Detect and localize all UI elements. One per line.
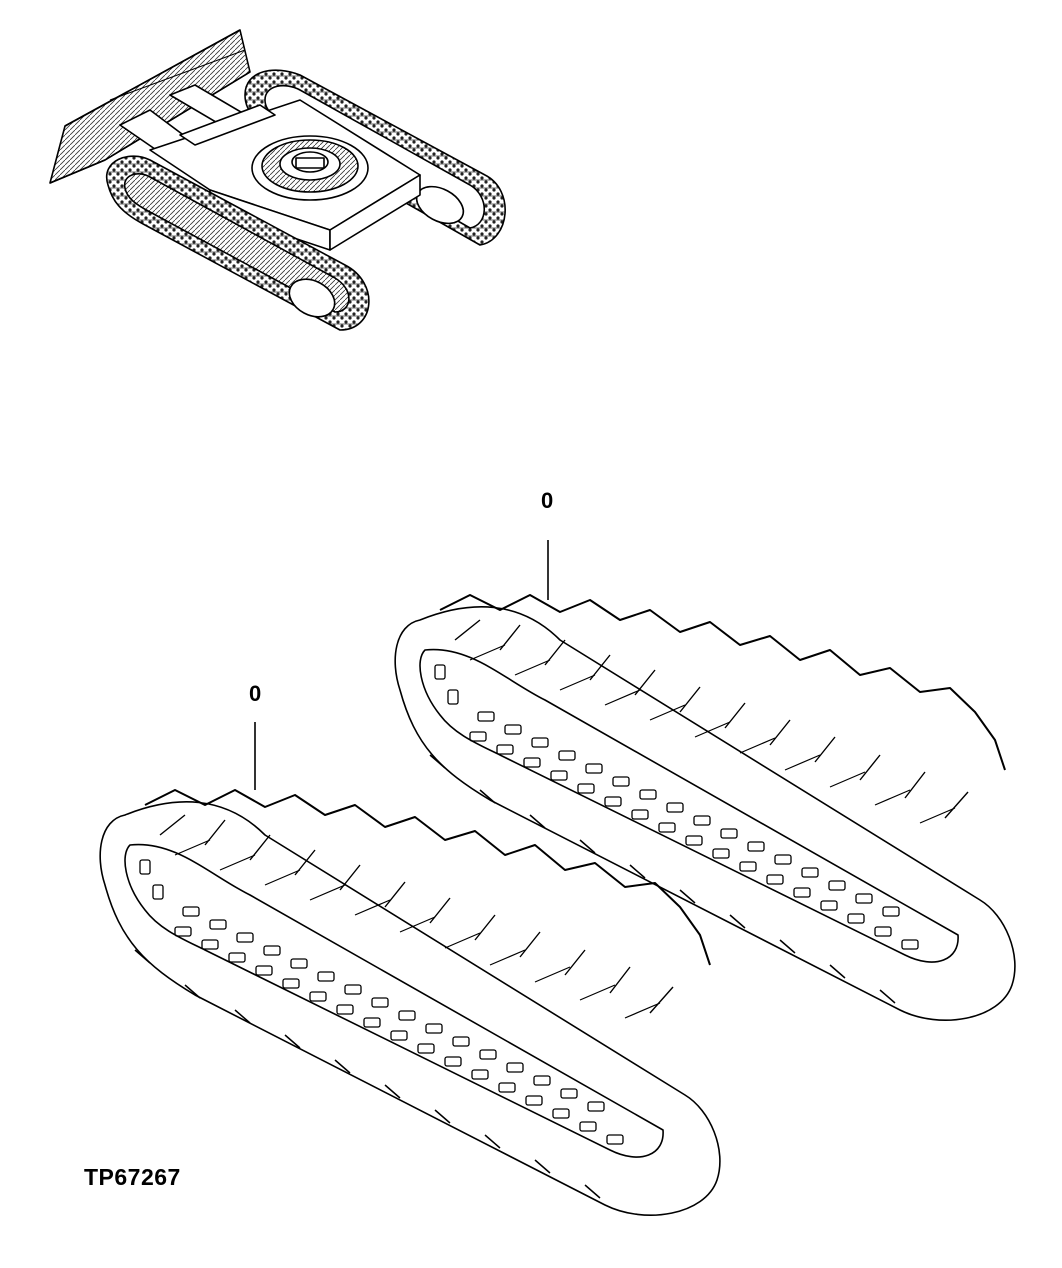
front-track	[105, 155, 370, 331]
figure-id-label: TP67267	[84, 1164, 181, 1190]
tread-lugs-right	[439, 594, 1006, 824]
swing-bearing	[251, 135, 369, 201]
callout-label-left-track: 0	[249, 681, 262, 706]
rubber-track-left	[99, 722, 721, 1216]
guide-teeth-left	[139, 859, 624, 1145]
rubber-track-right	[394, 540, 1016, 1021]
callout-label-right-track: 0	[541, 488, 554, 513]
undercarriage-illustration	[49, 29, 506, 331]
tread-lugs-left	[144, 789, 711, 1019]
guide-teeth-right	[434, 664, 919, 950]
